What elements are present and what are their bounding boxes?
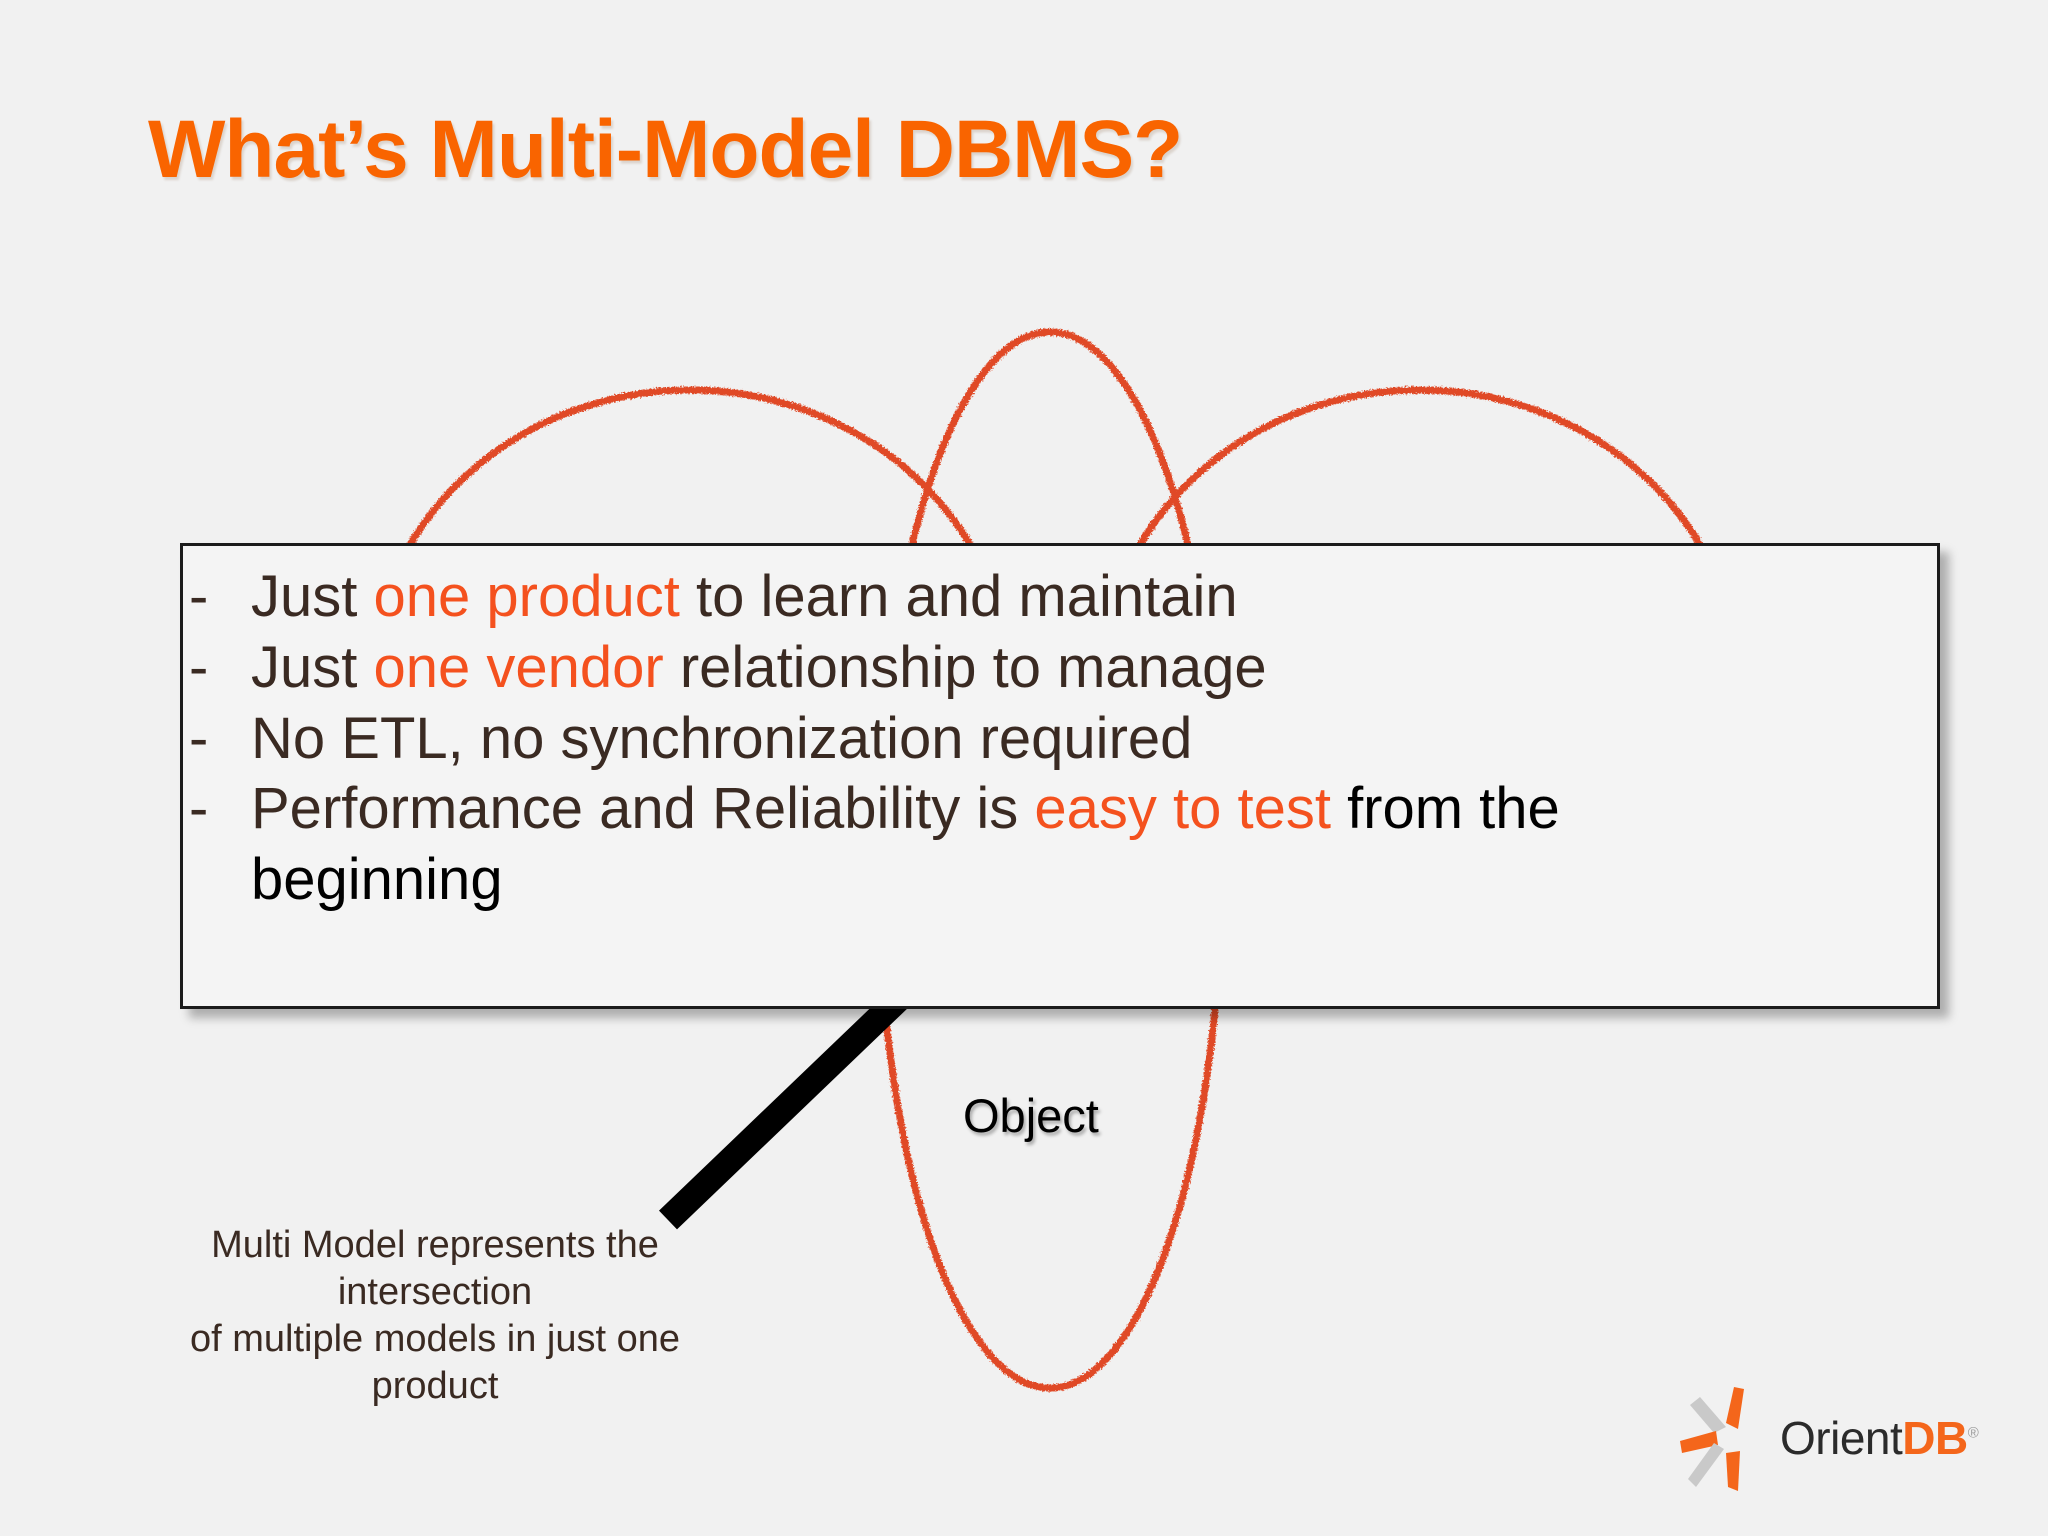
bullet-segment: to learn and maintain <box>679 564 1238 629</box>
page-title: What’s Multi-Model DBMS? <box>148 104 1183 195</box>
orientdb-star-icon <box>1680 1387 1744 1491</box>
bullet-item: -Performance and Reliability is easy to … <box>183 774 2043 845</box>
bullet-segment: Just <box>251 564 374 629</box>
pointer-line <box>659 980 919 1230</box>
bullet-dash-icon: - <box>189 634 209 700</box>
bullet-text: Performance and Reliability is easy to t… <box>251 774 1560 845</box>
bullet-item: -Just one vendor relationship to manage <box>183 633 2043 704</box>
bullet-item: -No ETL, no synchronization required <box>183 704 2043 775</box>
bullet-segment: Performance and Reliability is <box>251 776 1035 842</box>
caption-line: of multiple models in just one <box>189 1318 681 1361</box>
orientdb-logo: OrientDB® <box>1680 1378 1979 1498</box>
bullet-segment: easy to test <box>1034 776 1331 842</box>
bullet-segment: Just <box>251 634 374 700</box>
bullet-text: No ETL, no synchronization required <box>251 704 1192 775</box>
bullet-text: Just one product to learn and maintain <box>251 562 1238 633</box>
bullet-segment: one product <box>373 564 680 629</box>
benefits-bullet-list: -Just one product to learn and maintain-… <box>183 546 2043 916</box>
caption-line: Multi Model represents the <box>211 1224 659 1266</box>
bullet-wrap-line: beginning <box>251 847 503 912</box>
venn-label-object: Object <box>963 1089 1099 1142</box>
logo-name-orient: Orient <box>1780 1412 1903 1464</box>
bullet-segment: from the <box>1330 776 1560 842</box>
registered-mark-icon: ® <box>1967 1424 1979 1442</box>
venn-caption: Multi Model represents the intersection … <box>95 1222 775 1410</box>
benefits-callout-box: -Just one product to learn and maintain-… <box>180 543 1940 1009</box>
bullet-dash-icon: - <box>189 776 209 842</box>
bullet-text: Just one vendor relationship to manage <box>251 633 1267 704</box>
logo-name-db: DB <box>1902 1412 1968 1464</box>
caption-line: product <box>371 1365 499 1408</box>
bullet-segment: relationship to manage <box>663 634 1267 700</box>
bullet-item: -Just one product to learn and maintain <box>183 562 2043 633</box>
orientdb-wordmark: OrientDB® <box>1780 1411 1979 1465</box>
caption-line: intersection <box>337 1271 533 1314</box>
bullet-dash-icon: - <box>189 564 209 629</box>
bullet-segment: one vendor <box>373 634 664 700</box>
bullet-segment: No ETL, no synchronization required <box>251 705 1193 771</box>
bullet-dash-icon: - <box>189 705 209 771</box>
